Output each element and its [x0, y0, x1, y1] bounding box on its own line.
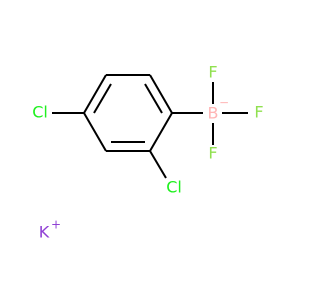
bond-c3-c4	[83, 74, 107, 114]
boron-charge-label: −	[219, 96, 229, 110]
chlorine-para-label: Cl	[32, 103, 48, 122]
bond-c6-cl-ortho	[149, 150, 167, 179]
molecule-structure: Cl Cl B − F F F K +	[32, 63, 263, 242]
double-bond-c1-c2-inner	[144, 83, 163, 114]
fluorine-right-label: F	[254, 103, 263, 122]
bond-c6-c1	[149, 112, 173, 152]
potassium-charge-label: +	[51, 218, 61, 232]
benzene-ring	[83, 74, 173, 152]
fluorine-bottom-label: F	[208, 144, 217, 163]
bond-c1-c2	[149, 74, 173, 114]
boron-label: B	[208, 104, 219, 123]
double-bond-c3-c4-inner	[93, 83, 112, 114]
chlorine-ortho-label: Cl	[166, 178, 182, 197]
bond-c4-c5	[83, 112, 107, 152]
fluorine-top-label: F	[208, 63, 217, 82]
potassium-label: K	[39, 223, 50, 242]
